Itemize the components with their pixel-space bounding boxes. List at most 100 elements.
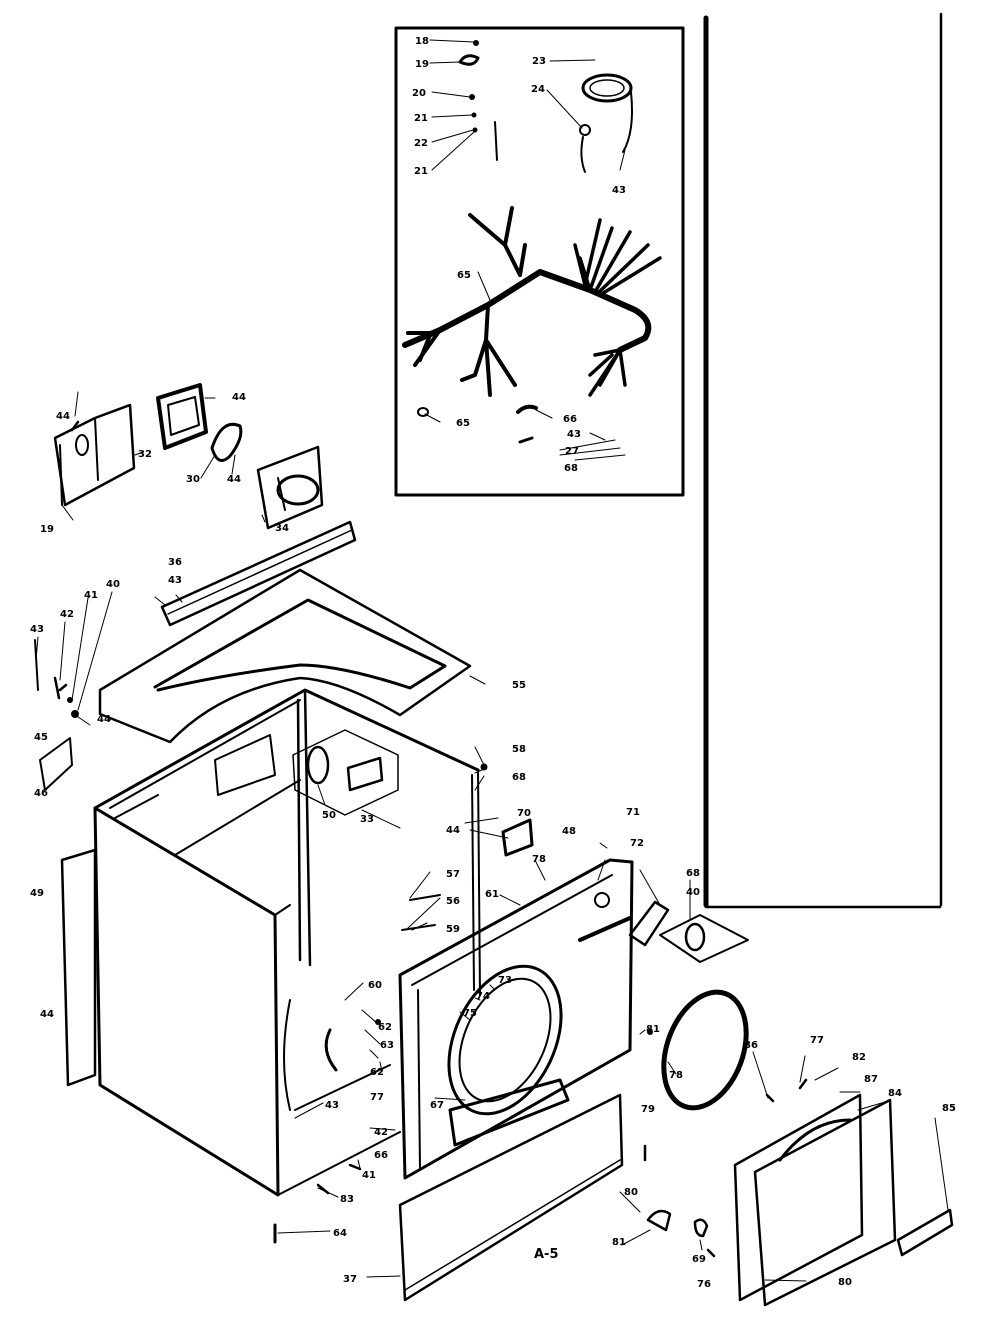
callout-80: 80	[624, 1187, 638, 1198]
callout-22: 22	[414, 138, 428, 149]
callout-55: 55	[512, 680, 526, 691]
top-brace-part	[160, 520, 357, 627]
callout-68: 68	[564, 463, 578, 474]
callout-66: 66	[563, 414, 577, 425]
blower-housing-part	[256, 445, 324, 530]
callout-78: 78	[532, 854, 546, 865]
callout-20: 20	[412, 88, 426, 99]
diagram-caption-code: A-5	[534, 1247, 559, 1262]
door-assembly-part	[646, 989, 954, 1307]
side-panel-part	[60, 848, 97, 1087]
timer-switch-part	[156, 383, 243, 462]
callout-68b: 68	[512, 772, 526, 783]
callout-69: 69	[692, 1254, 706, 1265]
callout-65b: 65	[456, 418, 470, 429]
callout-71: 71	[626, 807, 640, 818]
side-bracket-part	[39, 737, 73, 791]
callout-45: 45	[34, 732, 48, 743]
callout-41b: 41	[362, 1170, 376, 1181]
callout-24: 24	[531, 84, 545, 95]
switch-hardware-parts	[458, 40, 498, 161]
callout-73: 73	[498, 975, 512, 986]
callout-32: 32	[138, 449, 152, 460]
callout-36: 36	[168, 557, 182, 568]
callout-60: 60	[368, 980, 382, 991]
callout-40: 40	[106, 579, 120, 590]
top-cover-part	[98, 568, 472, 744]
callout-44b: 44	[232, 392, 246, 403]
callout-75: 75	[463, 1008, 477, 1019]
wiring-harness-part	[402, 206, 662, 444]
callout-78b: 78	[669, 1070, 683, 1081]
door-switch-part	[628, 900, 749, 963]
callout-44a: 44	[56, 411, 70, 422]
callout-81: 81	[646, 1024, 660, 1035]
callout-43e: 43	[325, 1100, 339, 1111]
callout-70: 70	[517, 808, 531, 819]
callout-43a: 43	[612, 185, 626, 196]
callout-34: 34	[275, 523, 289, 534]
callout-62: 62	[378, 1022, 392, 1033]
callout-43c: 43	[168, 575, 182, 586]
callout-43d: 43	[30, 624, 44, 635]
callout-48: 48	[562, 826, 576, 837]
screw-parts	[273, 763, 808, 1258]
page-frame	[703, 12, 943, 909]
callout-46: 46	[34, 788, 48, 799]
toe-panel-part	[398, 1093, 624, 1302]
callout-80b: 80	[838, 1277, 852, 1288]
callout-62b: 62	[370, 1067, 384, 1078]
callout-61: 61	[485, 889, 499, 900]
callout-50: 50	[322, 810, 336, 821]
callout-27: 27	[565, 446, 579, 457]
callout-42b: 42	[374, 1127, 388, 1138]
callout-68c: 68	[686, 868, 700, 879]
callout-81b: 81	[612, 1237, 626, 1248]
callout-76: 76	[697, 1279, 711, 1290]
callout-74: 74	[476, 991, 490, 1002]
callout-66b: 66	[374, 1150, 388, 1161]
callout-21b: 21	[414, 166, 428, 177]
callout-65: 65	[457, 270, 471, 281]
control-panel-bracket	[53, 403, 136, 507]
callout-77: 77	[810, 1035, 824, 1046]
hinge-fasteners-part	[34, 639, 79, 718]
callout-77b: 77	[370, 1092, 384, 1103]
callout-18: 18	[415, 36, 429, 47]
callout-83: 83	[340, 1194, 354, 1205]
inset-box	[394, 26, 685, 497]
control-components-part	[292, 729, 399, 816]
front-panel-part	[398, 858, 634, 1180]
callout-63: 63	[380, 1040, 394, 1051]
callout-79: 79	[641, 1104, 655, 1115]
callout-41: 41	[84, 590, 98, 601]
callout-64: 64	[333, 1228, 347, 1239]
callout-82: 82	[852, 1052, 866, 1063]
callout-44d: 44	[97, 714, 111, 725]
callout-72: 72	[630, 838, 644, 849]
drive-belt-part	[579, 73, 633, 173]
callout-57: 57	[446, 869, 460, 880]
callout-33: 33	[360, 814, 374, 825]
callout-56: 56	[446, 896, 460, 907]
callout-44c: 44	[227, 474, 241, 485]
cabinet	[93, 688, 481, 1197]
callout-59: 59	[446, 924, 460, 935]
callout-19b: 19	[40, 524, 54, 535]
callout-49: 49	[30, 888, 44, 899]
callout-37: 37	[343, 1274, 357, 1285]
callout-19: 19	[415, 59, 429, 70]
callout-87: 87	[864, 1074, 878, 1085]
callout-85: 85	[942, 1103, 956, 1114]
callout-58: 58	[512, 744, 526, 755]
callout-labels: 18 19 20 21 22 21 23 24 43 65 65 66 43 2…	[30, 36, 956, 1290]
callout-84: 84	[888, 1088, 902, 1099]
callout-30: 30	[186, 474, 200, 485]
leader-lines	[35, 39, 949, 1282]
callout-43b: 43	[567, 429, 581, 440]
callout-40b: 40	[686, 887, 700, 898]
callout-86: 86	[744, 1040, 758, 1051]
callout-21: 21	[414, 113, 428, 124]
callout-44e: 44	[446, 825, 460, 836]
callout-23: 23	[532, 56, 546, 67]
